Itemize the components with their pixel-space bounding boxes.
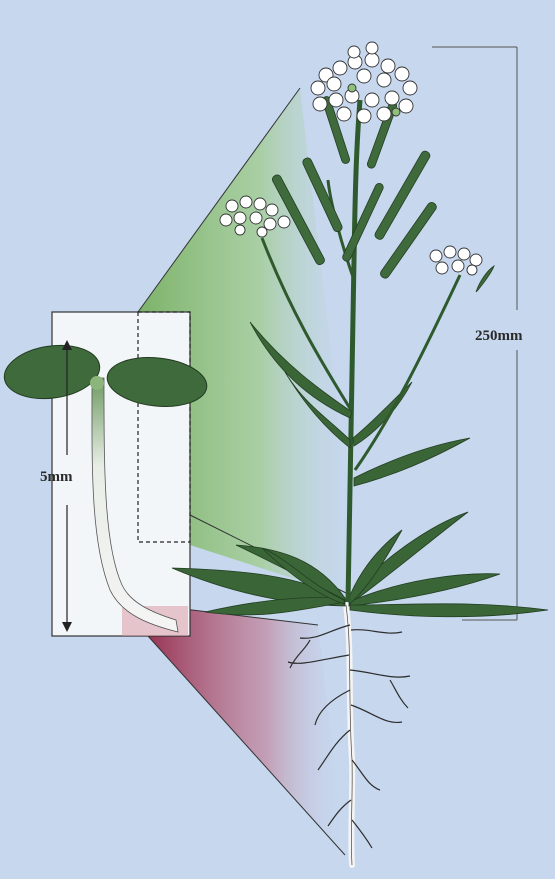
seedling-apex bbox=[90, 376, 104, 390]
seedling-height-label: 5mm bbox=[40, 469, 73, 485]
plant-height-label: 250mm bbox=[475, 328, 523, 344]
